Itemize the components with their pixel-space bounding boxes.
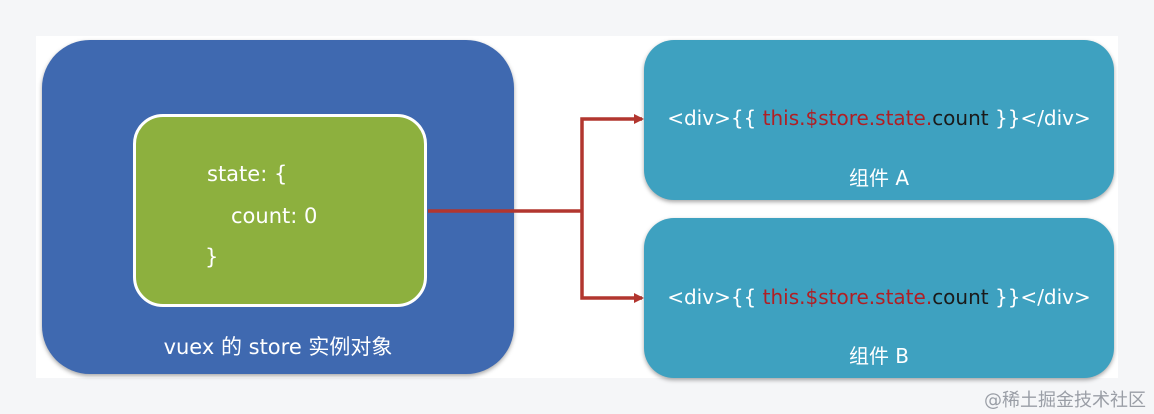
state-open-line: state: { — [207, 162, 288, 186]
component-a-code: <div>{{ this.$store.state.count }}</div> — [667, 106, 1091, 130]
arrow-to-component-b — [580, 211, 644, 303]
component-b-code: <div>{{ this.$store.state.count }}</div> — [667, 285, 1091, 309]
store-label: vuex 的 store 实例对象 — [163, 335, 393, 359]
state-close-line: } — [205, 245, 219, 269]
watermark: @稀土掘金技术社区 — [984, 390, 1146, 411]
component-a-box — [644, 40, 1114, 200]
state-object-box — [133, 114, 427, 307]
component-b-label: 组件 B — [848, 344, 910, 368]
component-b-box — [644, 218, 1114, 378]
state-count-line: count: 0 — [231, 204, 318, 228]
component-a-label: 组件 A — [848, 166, 910, 190]
arrow-to-component-a — [580, 114, 644, 211]
